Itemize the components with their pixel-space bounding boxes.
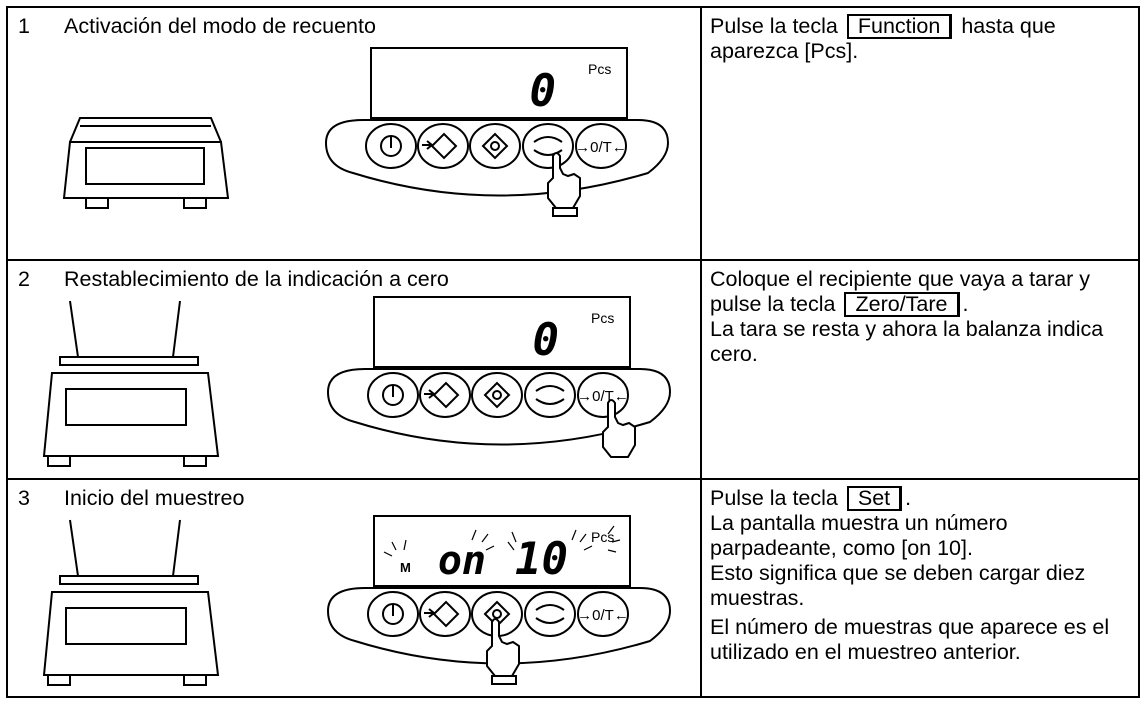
step-instructions: Pulse la tecla Set. La pantalla muestra … xyxy=(702,480,1138,696)
print-button[interactable] xyxy=(419,372,471,418)
keypad: →0/T← xyxy=(326,368,672,446)
display-panel: 0 Pcs xyxy=(373,296,631,368)
step-number: 2 xyxy=(18,267,30,291)
hand-pointer-icon xyxy=(602,399,636,458)
step3-figure: M on 10 Pcs xyxy=(42,515,672,686)
step-illustration-cell: 1 Activación del modo de recuento 0 Pcs xyxy=(8,8,702,259)
zero-tare-key-label: Zero/Tare xyxy=(844,292,960,317)
display-panel: M on 10 Pcs xyxy=(373,515,631,587)
power-button[interactable] xyxy=(367,591,419,637)
display-unit: Pcs xyxy=(588,61,611,77)
function-key-label: Function xyxy=(846,14,953,39)
svg-text:→0/T←: →0/T← xyxy=(575,139,627,156)
set-button[interactable] xyxy=(471,372,523,418)
step-number: 1 xyxy=(18,14,30,38)
step-row-3: 3 Inicio del muestreo M on 10 xyxy=(8,480,1138,696)
step1-figure: 0 Pcs →0/T← xyxy=(62,47,670,217)
step-title: Restablecimiento de la indicación a cero xyxy=(64,267,449,291)
zero-tare-button[interactable]: →0/T← xyxy=(575,123,627,169)
function-button[interactable] xyxy=(524,591,576,637)
step-instructions: Coloque el recipiente que vaya a tarar y… xyxy=(702,261,1138,478)
keypad: →0/T← xyxy=(324,119,670,197)
step-illustration-cell: 3 Inicio del muestreo M on 10 xyxy=(8,480,702,696)
display-unit: Pcs xyxy=(591,310,614,326)
step-row-1: 1 Activación del modo de recuento 0 Pcs xyxy=(8,8,1138,261)
step-number: 3 xyxy=(18,486,30,510)
instruction-line: Esto significa que se deben cargar diez … xyxy=(710,561,1086,610)
instruction-line: El número de muestras que aparece es el … xyxy=(710,615,1110,664)
instruction-table: 1 Activación del modo de recuento 0 Pcs xyxy=(6,6,1140,698)
display-prefix: on xyxy=(438,538,486,584)
step2-figure: 0 Pcs →0/T← xyxy=(42,296,672,467)
instruction-line: La tara se resta y ahora la balanza indi… xyxy=(710,317,1104,366)
memory-marker: M xyxy=(400,560,411,575)
set-button[interactable] xyxy=(469,123,521,169)
display-panel: 0 Pcs xyxy=(370,47,628,119)
svg-text:→0/T←: →0/T← xyxy=(577,388,629,405)
scale-icon xyxy=(62,117,230,209)
step-instructions: Pulse la tecla Function hasta que aparez… xyxy=(710,14,1056,63)
print-button[interactable] xyxy=(419,591,471,637)
function-button[interactable] xyxy=(524,372,576,418)
set-key-label: Set xyxy=(846,486,903,511)
instruction-line: La pantalla muestra un número parpadeant… xyxy=(710,511,1008,560)
function-button[interactable] xyxy=(522,123,574,169)
display-value: 0 xyxy=(533,315,560,366)
svg-text:→0/T←: →0/T← xyxy=(577,607,629,624)
print-button[interactable] xyxy=(417,123,469,169)
zero-tare-button[interactable]: →0/T← xyxy=(577,372,629,418)
step-title: Activación del modo de recuento xyxy=(64,14,376,38)
blink-rays-icon xyxy=(383,525,621,557)
display-unit: Pcs xyxy=(591,529,614,545)
power-button[interactable] xyxy=(365,123,417,169)
step-illustration-cell: 2 Restablecimiento de la indicación a ce… xyxy=(8,261,702,478)
display-value: 0 xyxy=(530,66,557,117)
step-row-2: 2 Restablecimiento de la indicación a ce… xyxy=(8,261,1138,480)
hand-pointer-icon xyxy=(547,152,581,217)
scale-with-container-icon xyxy=(42,519,220,686)
step-title: Inicio del muestreo xyxy=(64,486,245,510)
scale-with-container-icon xyxy=(42,300,220,467)
hand-pointer-icon xyxy=(486,618,520,685)
display-value: 10 xyxy=(515,534,568,585)
zero-tare-button[interactable]: →0/T← xyxy=(577,591,629,637)
power-button[interactable] xyxy=(367,372,419,418)
